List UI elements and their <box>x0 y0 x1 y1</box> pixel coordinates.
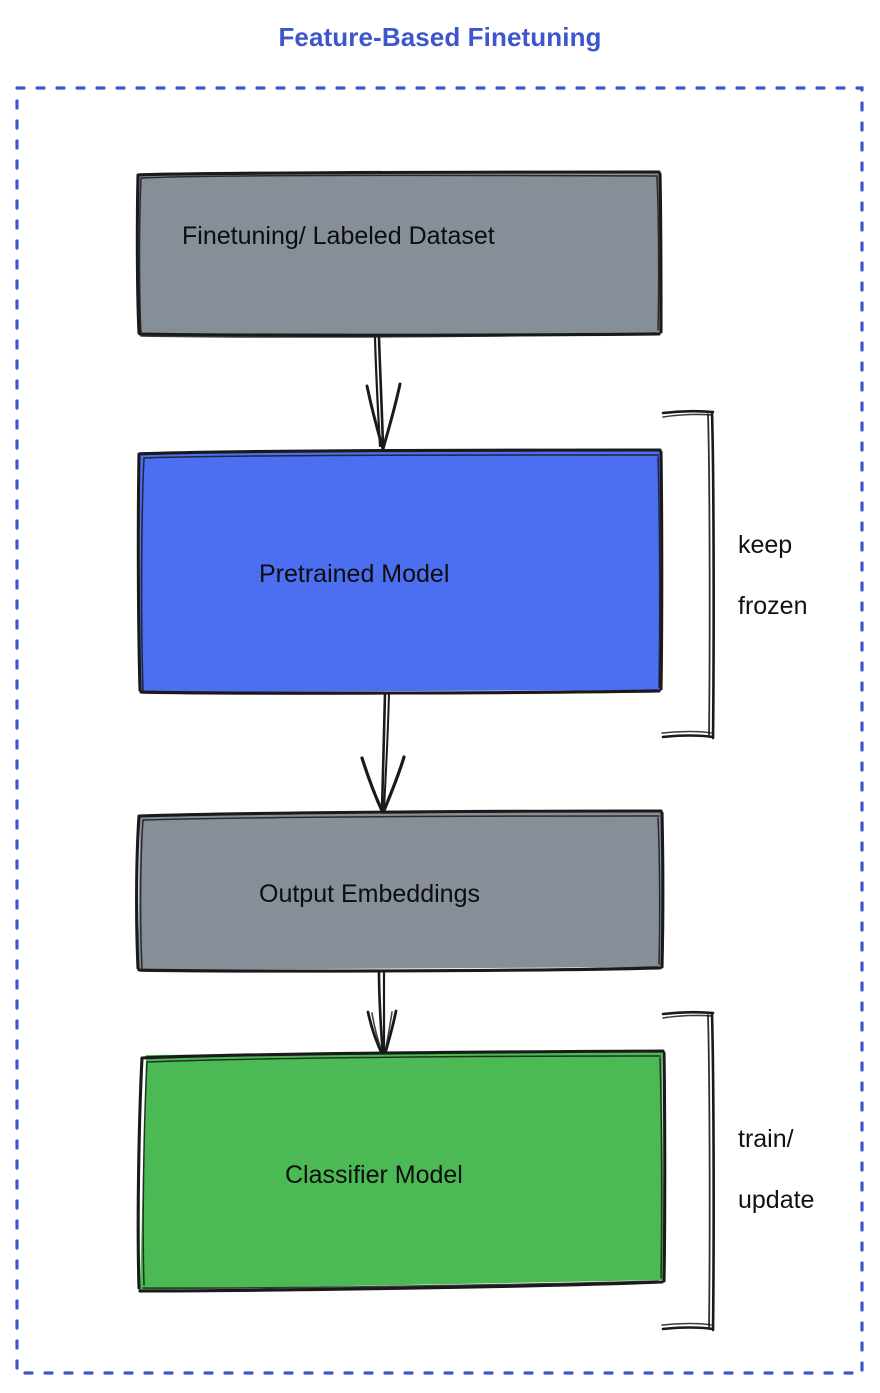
node-pretrained-model-stroke <box>136 448 664 695</box>
node-label-finetuning-dataset: Finetuning/ Labeled Dataset <box>182 222 495 250</box>
arrow-embeddings-to-classifier <box>366 970 398 1060</box>
node-finetuning-dataset-stroke-2 <box>138 174 660 338</box>
node-finetuning-dataset-fill <box>139 173 661 335</box>
node-classifier-model-fill <box>140 1052 664 1290</box>
node-finetuning-dataset-stroke <box>135 170 663 337</box>
node-label-pretrained-model: Pretrained Model <box>259 560 450 588</box>
node-pretrained-model-fill <box>140 451 661 692</box>
node-output-embeddings-fill <box>138 812 662 970</box>
node-classifier-model[interactable] <box>136 1049 667 1293</box>
node-classifier-model-stroke <box>136 1049 667 1293</box>
bracket-keep-frozen <box>661 410 715 740</box>
node-pretrained-model[interactable] <box>136 448 664 695</box>
node-output-embeddings-stroke <box>135 809 665 973</box>
bracket-train-update <box>661 1011 715 1332</box>
node-finetuning-dataset[interactable] <box>135 170 663 338</box>
arrow-pretrained-to-embeddings <box>360 692 406 815</box>
annotation-train-update-line1: train/ <box>738 1124 794 1153</box>
annotation-keep-frozen: keep frozen <box>738 499 807 652</box>
node-classifier-model-stroke-2 <box>142 1055 663 1289</box>
annotation-train-update-line2: update <box>738 1185 815 1214</box>
node-label-output-embeddings: Output Embeddings <box>259 880 480 908</box>
annotation-train-update: train/ update <box>738 1093 814 1246</box>
dashed-frame <box>15 86 864 1375</box>
node-pretrained-model-stroke-2 <box>140 454 661 695</box>
annotation-keep-frozen-line2: frozen <box>738 591 808 620</box>
arrow-dataset-to-pretrained <box>365 336 402 451</box>
page-title: Feature-Based Finetuning <box>278 22 602 52</box>
node-output-embeddings-stroke-2 <box>139 815 661 973</box>
annotation-keep-frozen-line1: keep <box>738 530 793 559</box>
node-output-embeddings[interactable] <box>135 809 665 973</box>
node-label-classifier-model: Classifier Model <box>285 1161 463 1189</box>
